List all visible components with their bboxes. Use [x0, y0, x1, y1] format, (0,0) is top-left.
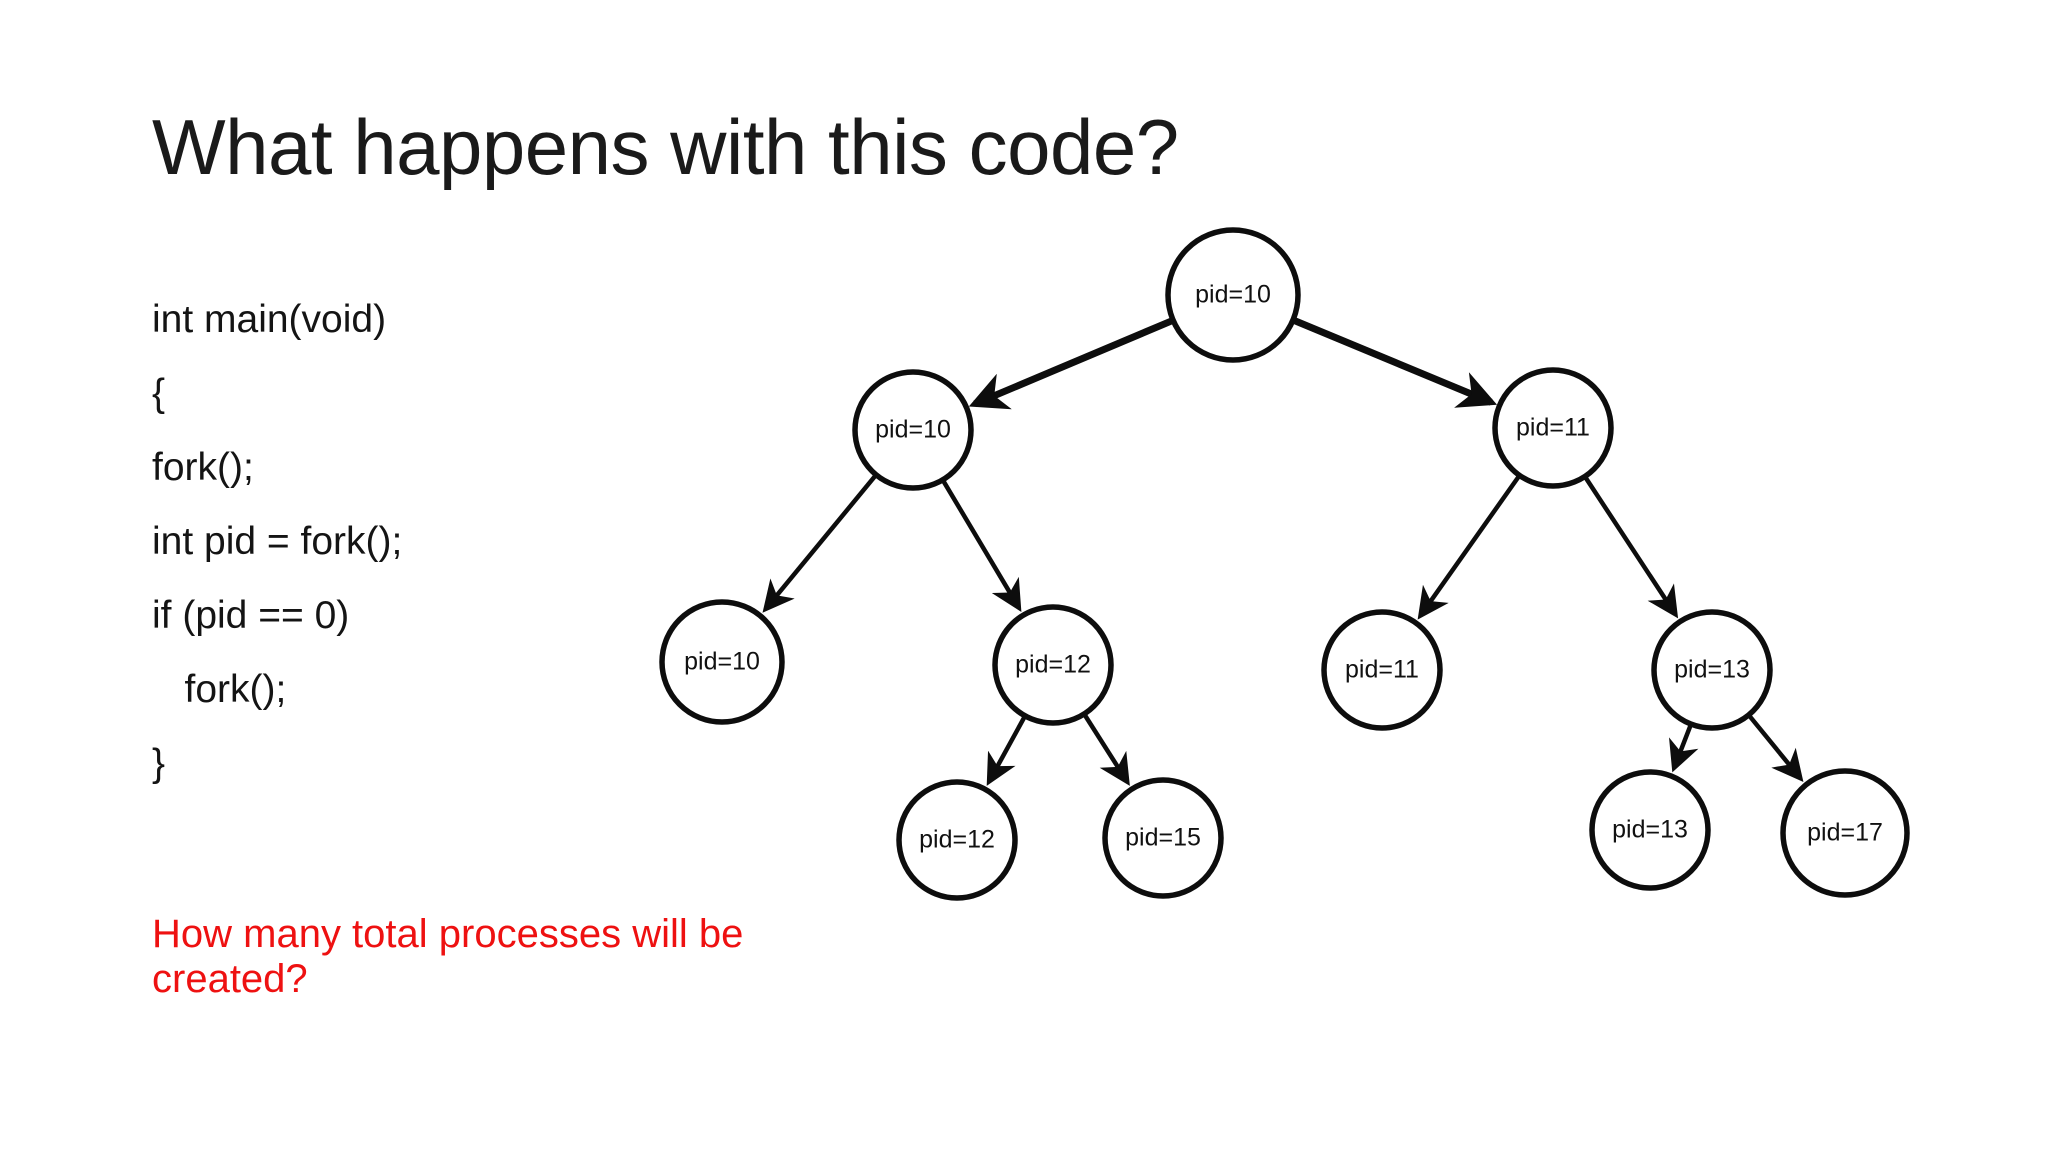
process-node-label: pid=10 — [684, 648, 760, 676]
tree-edge — [968, 317, 1173, 410]
process-node-label: pid=11 — [1345, 656, 1419, 684]
process-node-label: pid=12 — [1015, 651, 1091, 679]
process-node-label: pid=17 — [1807, 819, 1883, 847]
process-node-circle — [1780, 768, 1910, 898]
tree-edge — [986, 716, 1027, 786]
tree-edge — [1293, 317, 1498, 408]
process-node-label: pid=11 — [1516, 414, 1590, 442]
code-line: { — [152, 372, 166, 415]
tree-edge — [1417, 475, 1521, 620]
tree-edge — [941, 480, 1022, 612]
process-node-circle — [1321, 609, 1443, 731]
question-line-2: created? — [152, 956, 308, 1001]
process-node[interactable]: pid=12 — [896, 779, 1018, 901]
question-prompt: How many total processes will be created… — [152, 912, 942, 1002]
process-node-label: pid=15 — [1125, 824, 1201, 852]
code-line: if (pid == 0) — [152, 594, 350, 637]
process-node[interactable]: pid=13 — [1651, 609, 1773, 731]
process-node[interactable]: pid=11 — [1492, 367, 1614, 489]
tree-edge — [1669, 725, 1699, 773]
process-node[interactable]: pid=17 — [1780, 768, 1910, 898]
process-node-circle — [1492, 367, 1614, 489]
process-node-label: pid=10 — [875, 416, 951, 444]
tree-edge — [1748, 715, 1804, 783]
process-node[interactable]: pid=10 — [659, 599, 785, 725]
tree-edges — [762, 317, 1804, 786]
code-line: } — [152, 742, 166, 785]
process-node-circle — [1102, 777, 1224, 899]
code-line: int pid = fork(); — [152, 520, 403, 563]
process-node-circle — [896, 779, 1018, 901]
tree-nodes: pid=10 pid=10 pid=11 pid=10 pid=12 pid=11 pid=… — [659, 227, 1910, 901]
process-node[interactable]: pid=12 — [992, 604, 1114, 726]
process-node[interactable]: pid=15 — [1102, 777, 1224, 899]
process-node-label: pid=13 — [1674, 656, 1750, 684]
tree-edge — [1083, 714, 1130, 786]
process-node-circle — [1165, 227, 1301, 363]
process-node[interactable]: pid=10 — [1165, 227, 1301, 363]
page-title: What happens with this code? — [152, 103, 1179, 191]
code-line: fork(); — [152, 446, 254, 489]
tree-edge — [762, 474, 877, 613]
process-node[interactable]: pid=11 — [1321, 609, 1443, 731]
code-line: fork(); — [152, 668, 287, 711]
process-node-label: pid=13 — [1612, 816, 1688, 844]
process-node-circle — [992, 604, 1114, 726]
process-node[interactable]: pid=10 — [852, 369, 974, 491]
code-line: int main(void) — [152, 298, 387, 341]
question-line-1: How many total processes will be — [152, 912, 744, 956]
process-node-circle — [852, 369, 974, 491]
process-node-circle — [1651, 609, 1773, 731]
process-node[interactable]: pid=13 — [1589, 769, 1711, 891]
process-node-circle — [1589, 769, 1711, 891]
process-node-label: pid=12 — [919, 826, 995, 854]
tree-edge — [1584, 476, 1679, 619]
process-node-label: pid=10 — [1195, 281, 1271, 309]
process-node-circle — [659, 599, 785, 725]
code-listing: int main(void) { fork(); int pid = fork(… — [152, 300, 612, 818]
